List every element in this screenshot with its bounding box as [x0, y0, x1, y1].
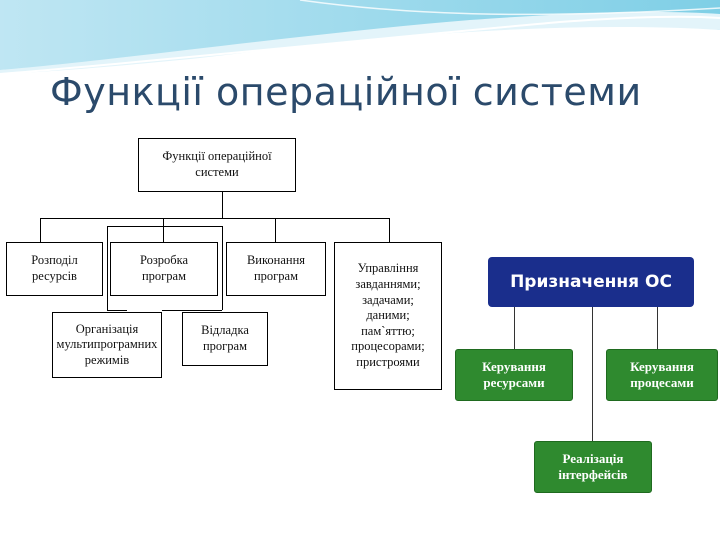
connector-line	[389, 218, 390, 242]
connector-line	[107, 226, 222, 227]
connector-line	[592, 307, 593, 441]
connector-line	[40, 218, 389, 219]
connector-line	[163, 218, 164, 242]
slide-title: Функції операційної системи	[50, 70, 642, 114]
child-box-program-development: Розробка програм	[110, 242, 218, 296]
interface-implementation-box: Реалізація інтерфейсів	[534, 441, 652, 493]
child-box-resource-allocation: Розподіл ресурсів	[6, 242, 103, 296]
connector-line	[222, 192, 223, 218]
root-box: Функції операційної системи	[138, 138, 296, 192]
os-purpose-title: Призначення ОС	[488, 257, 694, 307]
child-box-program-execution: Виконання програм	[226, 242, 326, 296]
connector-line	[162, 310, 222, 311]
sub-box-multiprogramming: Організація мультипрограмних режимів	[52, 312, 162, 378]
header-swoosh-decoration	[0, 0, 720, 75]
connector-line	[657, 307, 658, 349]
os-functions-diagram: Функції операційної системи Розподіл рес…	[0, 128, 442, 390]
os-purpose-diagram: Призначення ОС Керування ресурсами Керув…	[442, 245, 720, 505]
connector-line	[514, 307, 515, 349]
connector-line	[222, 226, 223, 310]
child-box-management: Управління завданнями; задачами; даними;…	[334, 242, 442, 390]
connector-line	[107, 310, 127, 311]
sub-box-debugging: Відладка програм	[182, 312, 268, 366]
connector-line	[107, 226, 108, 310]
connector-line	[275, 218, 276, 242]
connector-line	[40, 218, 41, 242]
process-management-box: Керування процесами	[606, 349, 718, 401]
resource-management-box: Керування ресурсами	[455, 349, 573, 401]
